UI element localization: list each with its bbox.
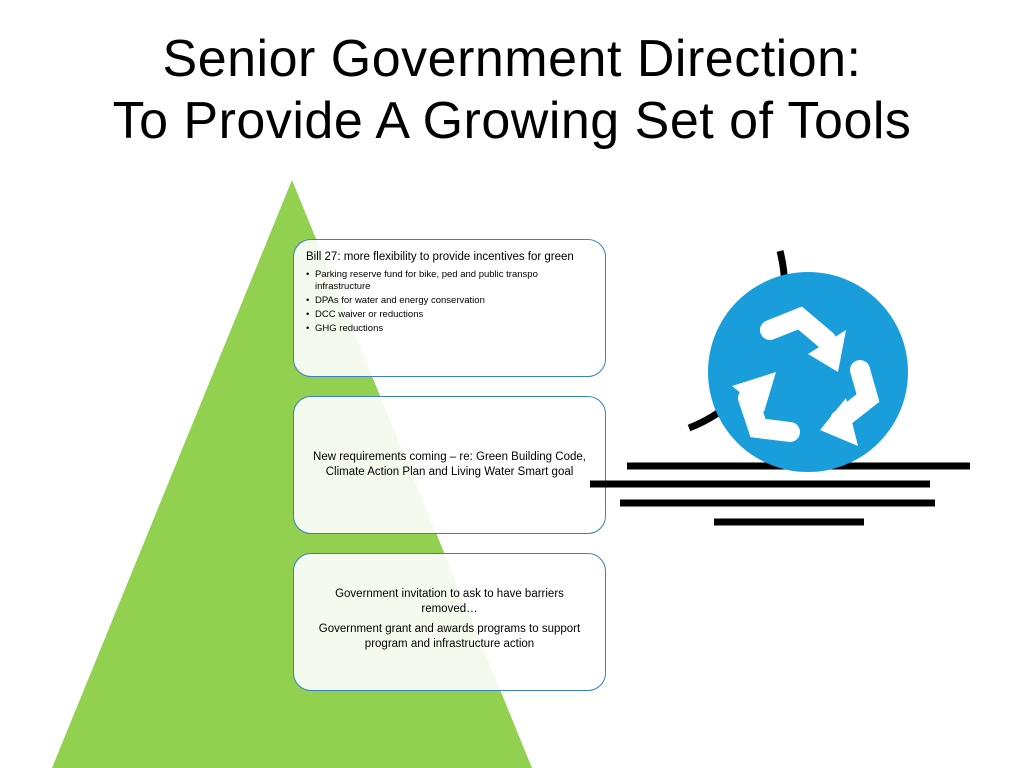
tool-box-new-requirements: New requirements coming – re: Green Buil… [293,396,606,534]
recycle-icon [732,306,880,446]
motion-lines [590,462,970,526]
recycle-circle [708,272,908,472]
slide-title-line-2: To Provide A Growing Set of Tools [112,92,912,150]
bill-27-bullet: Parking reserve fund for bike, ped and p… [306,269,593,293]
bill-27-bullet-list: Parking reserve fund for bike, ped and p… [306,269,593,335]
recycle-arrowhead [820,398,858,446]
bill-27-bullet: DPAs for water and energy conservation [306,295,593,307]
recycle-arrowhead [808,330,846,372]
slide-title-line-1: Senior Government Direction: [162,30,862,88]
bill-27-bullet: GHG reductions [306,323,593,335]
tool-box-government-programs: Government invitation to ask to have bar… [293,553,606,691]
recycle-arrowhead [732,372,776,412]
tool-box-bill-27: Bill 27: more flexibility to provide inc… [293,239,606,377]
government-invitation-text: Government invitation to ask to have bar… [335,588,564,615]
new-requirements-text: New requirements coming – re: Green Buil… [313,451,586,478]
government-grants-text: Government grant and awards programs to … [318,623,581,650]
bill-27-heading: Bill 27: more flexibility to provide inc… [306,251,574,263]
bill-27-bullet: DCC waiver or reductions [306,309,593,321]
slide-title: Senior Government Direction: To Provide … [0,28,1024,152]
